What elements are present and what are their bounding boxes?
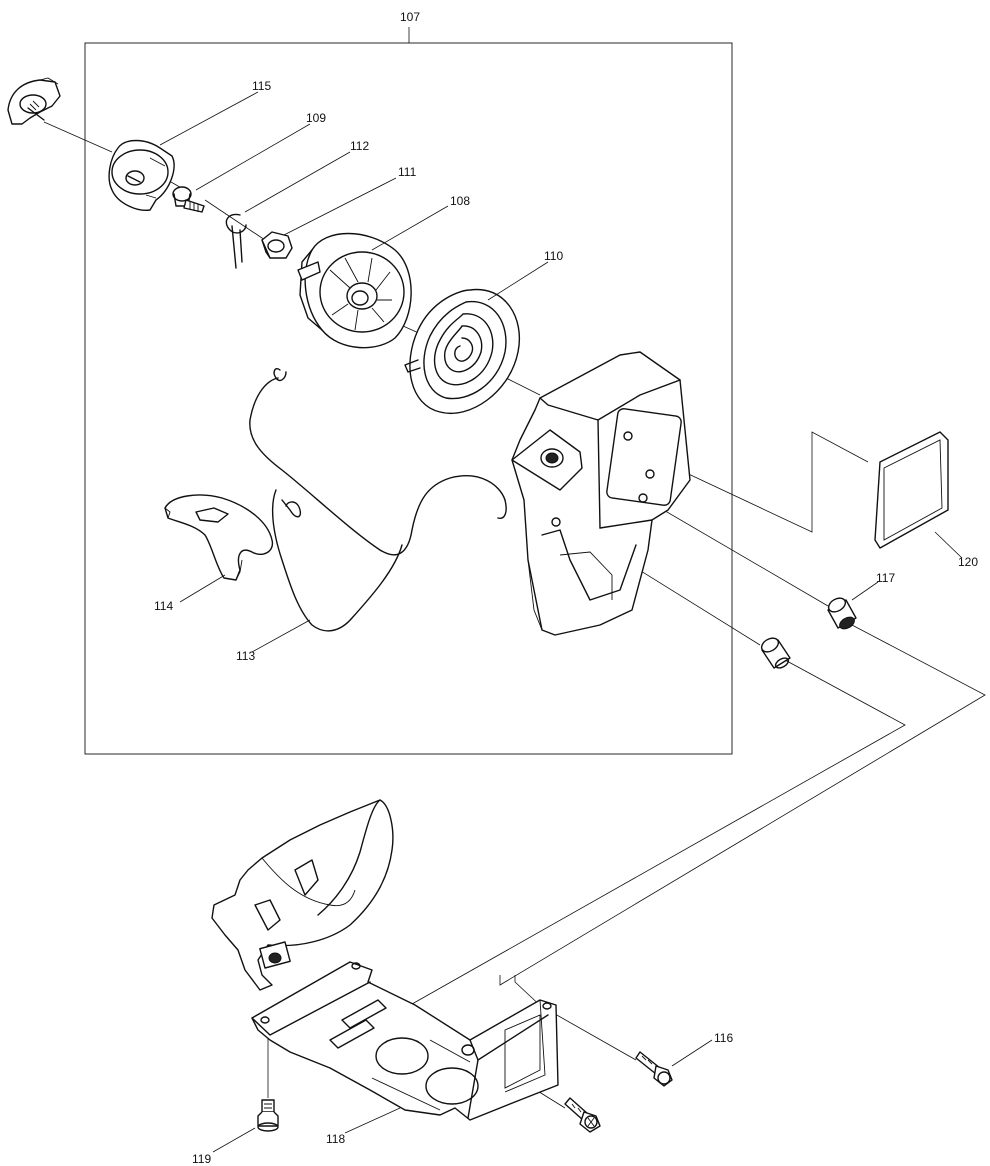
part-110-spiral-spring — [404, 288, 520, 415]
part-112-spring-clip — [225, 213, 247, 269]
part-120-cover — [874, 431, 949, 549]
label-110: 110 — [544, 249, 563, 263]
part-119-screw — [257, 1099, 279, 1132]
assembly-box-107 — [84, 27, 733, 755]
label-109: 109 — [306, 111, 326, 125]
part-114-handle — [164, 494, 274, 581]
label-116: 116 — [714, 1031, 733, 1045]
exploded-axis-lines — [43, 121, 986, 1109]
engine-stub-top-left — [7, 77, 61, 125]
bolt-lower-unlabeled — [564, 1097, 601, 1133]
label-120: 120 — [958, 555, 978, 569]
label-117: 117 — [876, 571, 895, 585]
label-111: 111 — [398, 165, 417, 179]
sleeve-lower — [760, 637, 791, 669]
label-107: 107 — [400, 10, 420, 24]
label-113: 113 — [236, 649, 255, 663]
starter-housing — [511, 351, 691, 636]
part-109-bolt — [172, 186, 205, 213]
part-117-sleeve — [827, 597, 857, 630]
part-115-starter-drum — [108, 139, 175, 211]
label-114: 114 — [154, 599, 173, 613]
callout-labels: 107 115 109 112 111 108 110 114 113 117 … — [154, 10, 978, 1166]
part-118-bracket-plate — [251, 961, 559, 1121]
part-111-ratchet — [261, 231, 293, 259]
label-112: 112 — [350, 139, 369, 153]
leader-lines — [159, 91, 963, 1153]
label-119: 119 — [192, 1152, 211, 1166]
label-108: 108 — [450, 194, 470, 208]
label-118: 118 — [326, 1132, 345, 1146]
part-113-starter-rope — [249, 368, 507, 632]
part-108-pulley-reel — [297, 232, 412, 349]
part-116-bolt — [635, 1051, 673, 1087]
engine-crankcase-bottom — [211, 799, 394, 991]
label-115: 115 — [252, 79, 271, 93]
